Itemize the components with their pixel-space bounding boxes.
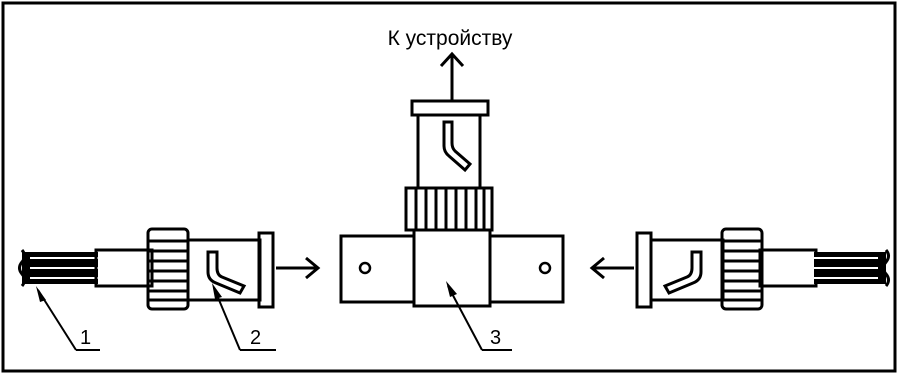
left-cable	[18, 249, 98, 287]
right-arrow	[589, 256, 634, 280]
tee-branch-sleeve	[410, 99, 490, 190]
left-cable-ferrule	[94, 248, 154, 288]
right-cable-ferrule	[758, 248, 818, 288]
right-bayonet-sleeve	[635, 231, 725, 309]
callout-2-number: 2	[250, 327, 261, 349]
callout-1-number: 1	[80, 327, 91, 349]
left-arrow	[276, 256, 321, 280]
callout-1-leader	[36, 286, 100, 351]
up-arrow	[439, 51, 465, 100]
left-knurled-nut	[146, 227, 190, 311]
tee-branch-knurl	[404, 186, 494, 232]
callout-3-leader	[446, 281, 512, 351]
right-cable	[814, 249, 890, 287]
top-label: К устройству	[388, 27, 513, 50]
right-knurled-nut	[720, 227, 764, 311]
left-bayonet-sleeve	[186, 231, 275, 309]
callout-2-leader	[212, 283, 276, 351]
callout-3-number: 3	[490, 327, 501, 349]
